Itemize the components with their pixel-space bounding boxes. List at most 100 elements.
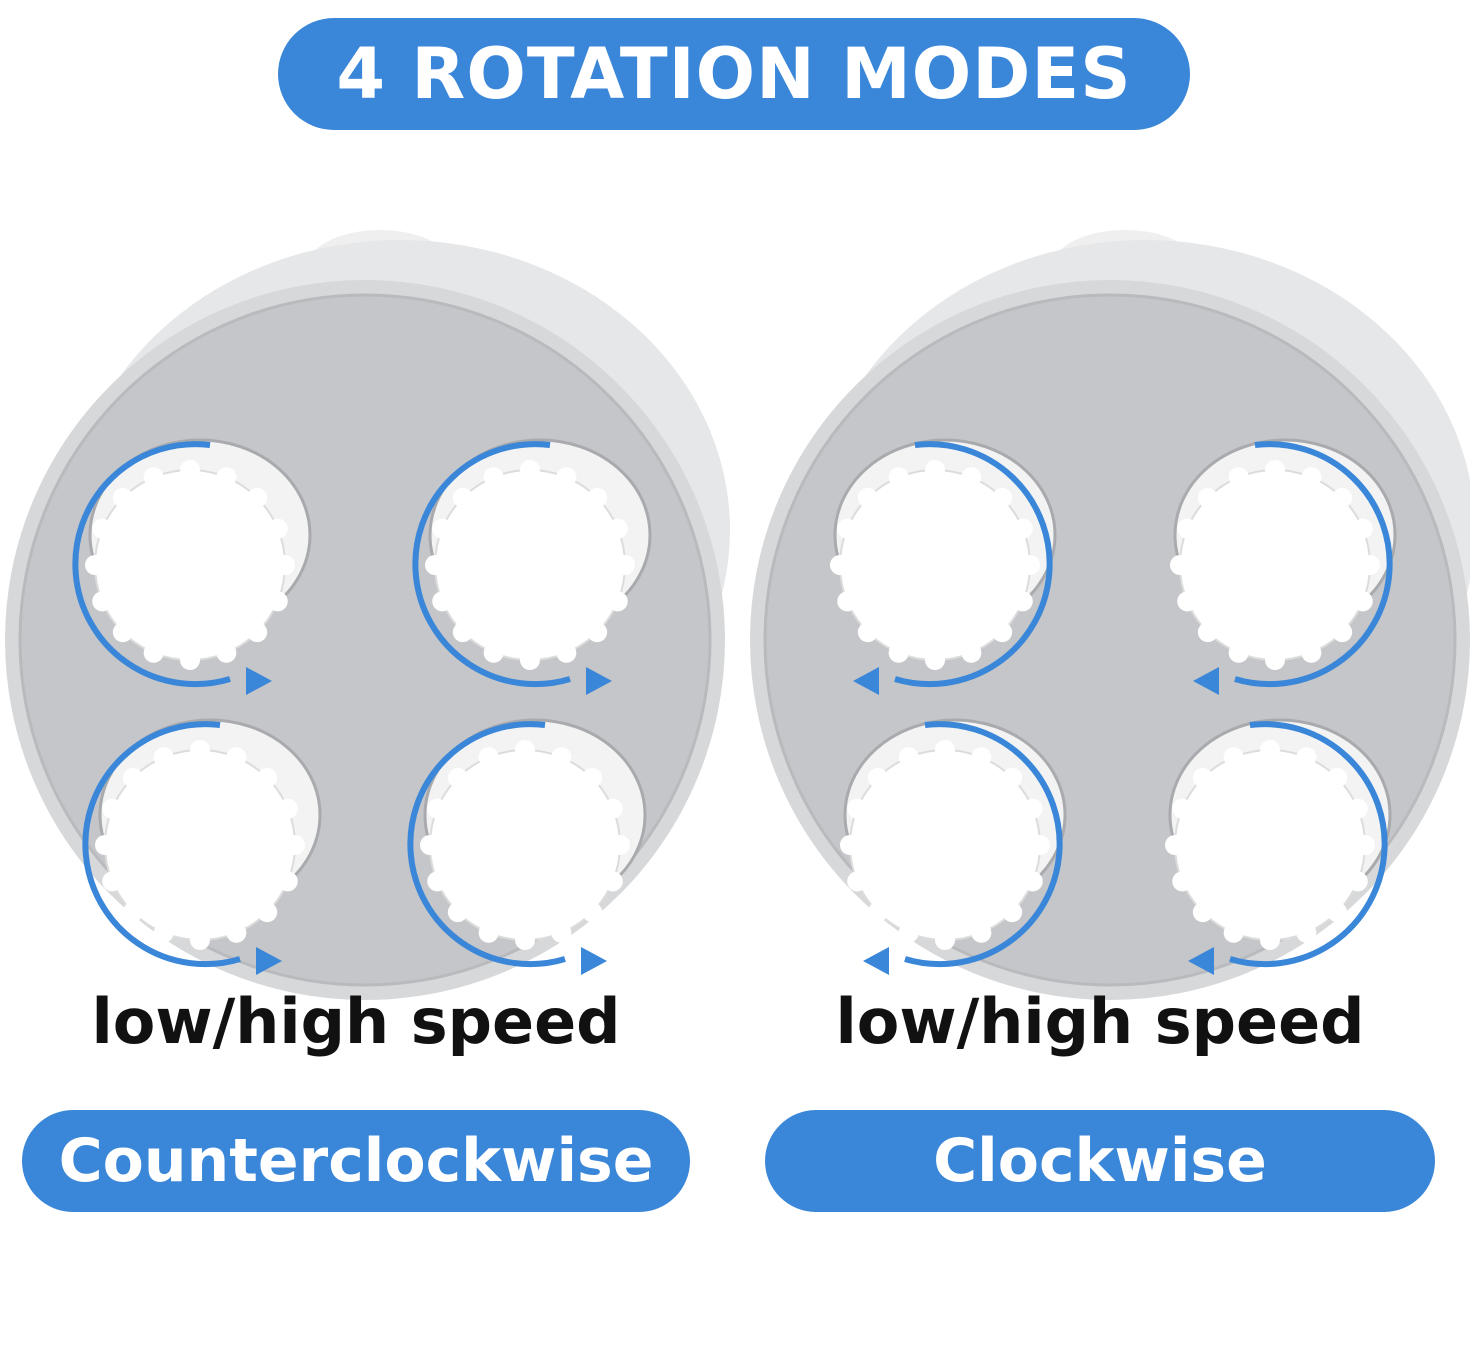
mode-label-counterclockwise: Counterclockwise — [22, 1110, 690, 1212]
head-nub — [1223, 747, 1244, 768]
head-nub — [1022, 798, 1043, 819]
head-nub — [1177, 518, 1198, 539]
head-nub — [425, 555, 445, 575]
head-nub — [582, 767, 603, 788]
head-nub — [515, 740, 535, 760]
head-nub — [1301, 467, 1322, 488]
rotation-arrow — [412, 441, 571, 688]
head-nub — [971, 922, 992, 943]
head-nub — [961, 642, 982, 663]
head-nub — [1197, 622, 1218, 643]
head-nub — [898, 922, 919, 943]
head-nub — [483, 467, 504, 488]
head-nub — [112, 622, 133, 643]
head-nub — [216, 467, 237, 488]
head-nub — [1260, 930, 1280, 950]
head-nub — [587, 622, 608, 643]
head-nub — [867, 767, 888, 788]
head-nub — [1002, 902, 1023, 923]
head-nub — [1355, 835, 1375, 855]
speed-text-left: low/high speed — [91, 985, 621, 1058]
head-nub — [122, 767, 143, 788]
head-nub — [1265, 460, 1285, 480]
head-nub — [607, 518, 628, 539]
head-nub — [452, 487, 473, 508]
head-nub — [1228, 642, 1249, 663]
arrow-head-icon — [1188, 947, 1214, 975]
head-nub — [556, 467, 577, 488]
head-nub — [830, 555, 850, 575]
arrow-head-icon — [581, 947, 607, 975]
head-nub — [1172, 871, 1193, 892]
head-nub — [478, 922, 499, 943]
arrow-head-icon — [853, 667, 879, 695]
head-nub — [427, 871, 448, 892]
head-nub — [1165, 835, 1185, 855]
head-nub — [1030, 835, 1050, 855]
head-nub — [427, 798, 448, 819]
rotation-arrow — [1234, 441, 1393, 688]
head-nub — [925, 460, 945, 480]
head-nub — [520, 650, 540, 670]
head-nub — [447, 902, 468, 923]
head-nub — [1296, 922, 1317, 943]
head-nub — [961, 467, 982, 488]
head-nub — [1192, 767, 1213, 788]
head-nub — [102, 871, 123, 892]
head-nub — [452, 622, 473, 643]
head-nub — [1012, 518, 1033, 539]
rotation-arrow — [82, 721, 241, 968]
head-nub — [1352, 518, 1373, 539]
head-nub — [275, 555, 295, 575]
head-nub — [432, 591, 453, 612]
head-nub — [551, 747, 572, 768]
mode-label-clockwise: Clockwise — [765, 1110, 1435, 1212]
head-nub — [615, 555, 635, 575]
head-nub — [1223, 922, 1244, 943]
head-nub — [267, 518, 288, 539]
head-nub — [1192, 902, 1213, 923]
rotation-arrow — [407, 721, 566, 968]
head-nub — [867, 902, 888, 923]
head-nub — [478, 747, 499, 768]
head-nub — [226, 922, 247, 943]
head-nub — [1172, 798, 1193, 819]
head-nub — [840, 835, 860, 855]
head-nub — [102, 798, 123, 819]
head-nub — [971, 747, 992, 768]
arrow-head-icon — [1193, 667, 1219, 695]
head-nub — [556, 642, 577, 663]
head-nub — [112, 487, 133, 508]
head-nub — [257, 902, 278, 923]
mode-label-text: Counterclockwise — [58, 1126, 654, 1196]
head-nub — [267, 591, 288, 612]
head-nub — [1002, 767, 1023, 788]
head-nub — [607, 591, 628, 612]
head-nub — [153, 747, 174, 768]
head-nub — [1177, 591, 1198, 612]
head-nub — [1352, 591, 1373, 612]
head-nub — [925, 650, 945, 670]
title-banner: 4 ROTATION MODES — [278, 18, 1190, 130]
head-nub — [95, 835, 115, 855]
arrow-head-icon — [863, 947, 889, 975]
head-nub — [432, 518, 453, 539]
head-nub — [587, 487, 608, 508]
head-nub — [1170, 555, 1190, 575]
head-nub — [277, 798, 298, 819]
head-nub — [153, 922, 174, 943]
head-nub — [257, 767, 278, 788]
head-nub — [180, 460, 200, 480]
head-nub — [85, 555, 105, 575]
arrow-head-icon — [256, 947, 282, 975]
head-nub — [190, 740, 210, 760]
head-nub — [888, 642, 909, 663]
massager-counterclockwise-illustration — [5, 230, 730, 1000]
head-nub — [226, 747, 247, 768]
head-nub — [1012, 591, 1033, 612]
head-nub — [582, 902, 603, 923]
head-nub — [247, 622, 268, 643]
arrow-head-icon — [246, 667, 272, 695]
head-nub — [837, 518, 858, 539]
head-nub — [1327, 767, 1348, 788]
